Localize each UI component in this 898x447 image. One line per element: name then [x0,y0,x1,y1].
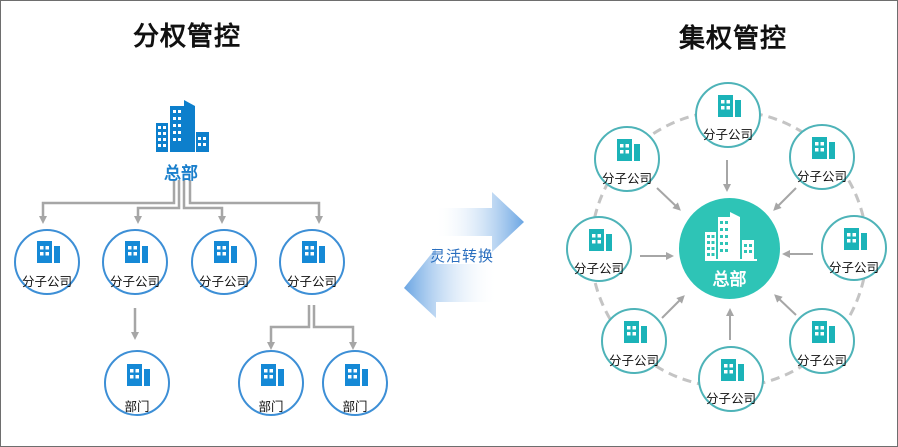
subsidiary-label: 分子公司 [198,274,250,289]
right-subsidiary-node-top-left[interactable]: 分子公司 [594,126,660,192]
right-subsidiary-node-bottom[interactable]: 分子公司 [698,346,764,412]
arrow-top-right [773,187,797,211]
office-building-icon [589,229,612,251]
subsidiary-label: 分子公司 [21,274,73,289]
flexible-switch-label: 灵活转换 [430,247,495,265]
right-subsidiary-node-left[interactable]: 分子公司 [566,216,632,282]
connector-hq-sub-2 [134,180,181,224]
left-subsidiary-node[interactable]: 分子公司 [14,229,80,295]
arrow-bottom-left [661,295,685,319]
subsidiary-label: 分子公司 [286,274,338,289]
subsidiary-label: 分子公司 [608,353,660,368]
subsidiary-label: 分子公司 [601,171,653,186]
office-building-icon [844,228,867,250]
left-department-node[interactable]: 部门 [238,350,304,416]
arrow-top-left [656,187,681,211]
decentralized-control-title: 分权管控 [133,22,242,52]
right-subsidiary-node-top[interactable]: 分子公司 [695,82,761,148]
office-building-icon [812,321,835,343]
arrow-right-shape [434,192,524,252]
arrow-bottom-right [774,294,797,316]
left-subsidiary-node[interactable]: 分子公司 [102,229,168,295]
department-label: 部门 [258,399,284,414]
right-inward-arrows [640,160,813,340]
office-building-icon [617,139,640,161]
left-department-node[interactable]: 部门 [104,350,170,416]
connector-sub4-dept-2 [312,305,357,350]
office-building-icon [37,241,60,263]
office-building-icon [302,241,325,263]
right-hq-label: 总部 [712,270,747,290]
right-subsidiary-node-bottom-right[interactable]: 分子公司 [789,308,855,374]
office-building-icon [812,137,835,159]
office-building-icon [261,364,284,386]
connector-hq-sub-1 [39,180,176,224]
right-hq-node[interactable]: 总部 [679,198,780,299]
office-building-icon [721,359,744,381]
right-subsidiary-node-right[interactable]: 分子公司 [821,215,887,281]
bidirectional-arrows-icon [404,192,524,318]
subsidiary-label: 分子公司 [828,260,880,275]
centralized-control-title: 集权管控 [679,24,788,54]
office-building-icon [345,364,368,386]
connector-hq-sub-3 [182,180,226,224]
left-department-node[interactable]: 部门 [322,350,388,416]
subsidiary-label: 分子公司 [702,127,754,142]
office-building-icon [718,95,741,117]
connector-sub4-dept-1 [267,305,311,350]
left-subsidiary-node[interactable]: 分子公司 [191,229,257,295]
right-subsidiary-node-bottom-left[interactable]: 分子公司 [601,308,667,374]
arrow-left-shape [404,248,498,318]
office-building-icon [127,364,150,386]
hq-building-icon [705,212,757,261]
department-label: 部门 [124,399,150,414]
subsidiary-label: 分子公司 [796,353,848,368]
department-label: 部门 [342,399,368,414]
office-building-icon [214,241,237,263]
subsidiary-label: 分子公司 [109,274,161,289]
office-building-icon [624,321,647,343]
subsidiary-label: 分子公司 [573,261,625,276]
right-subsidiary-node-top-right[interactable]: 分子公司 [789,124,855,190]
subsidiary-label: 分子公司 [705,391,757,406]
left-subsidiary-node[interactable]: 分子公司 [279,229,345,295]
left-tree-connectors [39,180,357,350]
left-hq-label: 总部 [164,164,198,184]
connector-hq-sub-4 [188,180,323,224]
subsidiary-label: 分子公司 [796,169,848,184]
office-building-icon [125,241,148,263]
